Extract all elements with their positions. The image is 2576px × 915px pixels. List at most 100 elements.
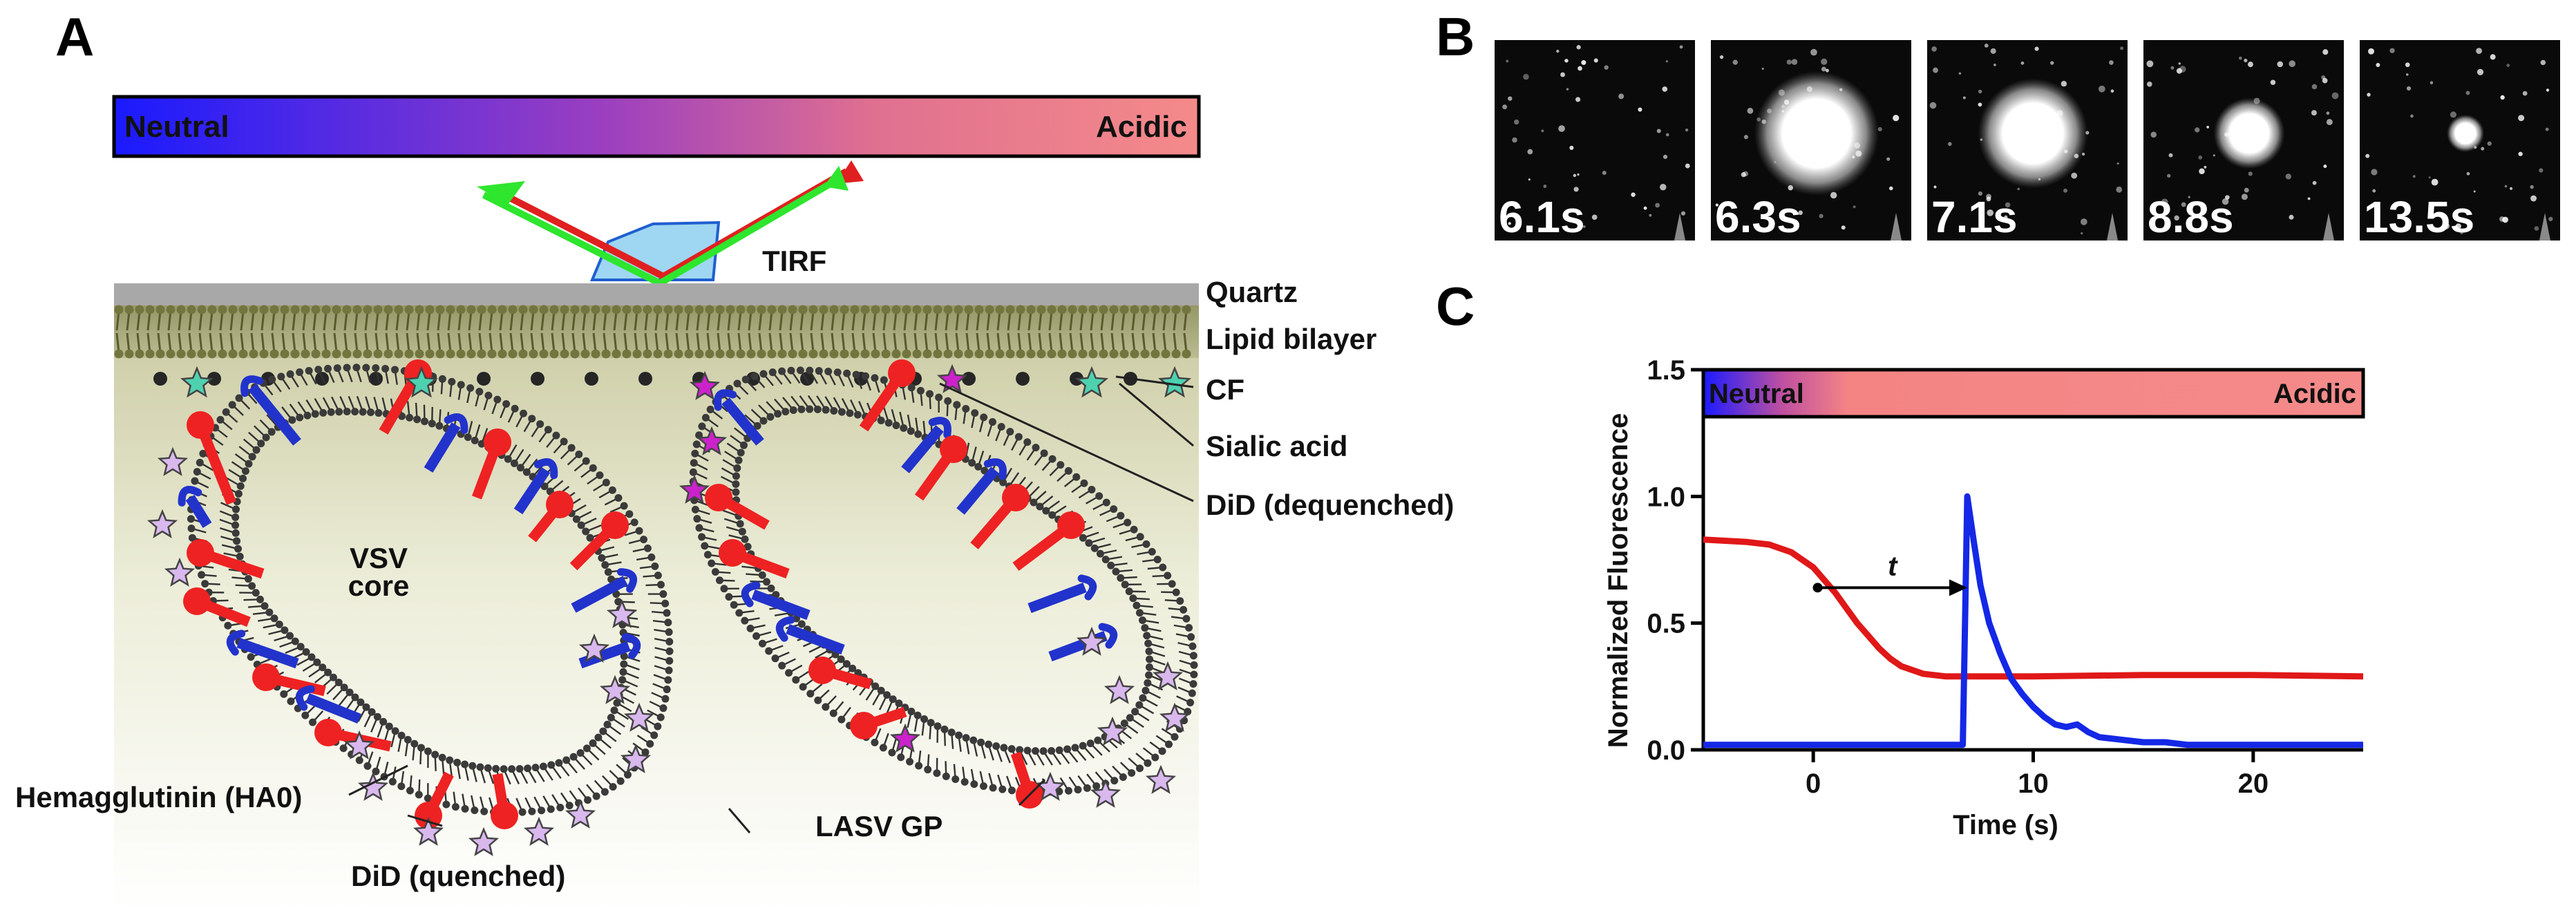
lipid-tail — [865, 686, 875, 701]
lipid-head — [372, 364, 380, 372]
lipid-head — [620, 652, 628, 661]
background-particle — [2146, 60, 2154, 68]
lipid-head — [884, 419, 893, 427]
lipid-head — [902, 349, 911, 359]
lipid-head — [837, 408, 846, 416]
lipid-tail — [1149, 643, 1165, 649]
lipid-head — [268, 375, 276, 384]
lipid-head — [425, 349, 435, 359]
lipid-head — [233, 537, 241, 545]
lipid-head — [1026, 305, 1036, 314]
lipid-tail — [922, 420, 926, 437]
background-particle — [2430, 81, 2434, 84]
frame-artifact — [1891, 213, 1902, 240]
lipid-tail — [354, 332, 359, 353]
lipid-head — [1079, 742, 1087, 750]
lipid-tail — [357, 708, 367, 722]
lipid-head — [1136, 764, 1144, 773]
lipid-tail — [292, 310, 296, 331]
lipid-head — [1078, 305, 1088, 314]
frame-artifact — [2539, 213, 2550, 240]
lipid-head — [518, 349, 528, 359]
lipid-head — [871, 738, 879, 746]
ha0-head — [719, 539, 746, 567]
lipid-head — [466, 305, 476, 314]
lipid-head — [1117, 511, 1125, 520]
ha0-protein — [196, 423, 236, 505]
lipid-head — [842, 660, 851, 668]
lipid-head — [1171, 305, 1181, 314]
lipid-tail — [722, 459, 737, 469]
lipid-tail — [1139, 705, 1155, 715]
lipid-tail — [612, 717, 625, 728]
lag-time-arrowhead — [1949, 579, 1967, 596]
lipid-head — [689, 468, 697, 476]
gradient-neutral-label: Neutral — [124, 110, 229, 144]
lipid-head — [620, 660, 628, 668]
ph-bar-acidic-label: Acidic — [2273, 379, 2356, 409]
lipid-head — [1189, 680, 1197, 688]
lipid-head — [290, 349, 300, 359]
lipid-head — [601, 349, 611, 359]
lipid-head — [1102, 498, 1110, 507]
lipid-head — [275, 620, 283, 628]
lipid-head — [583, 744, 591, 753]
lipid-head — [1153, 556, 1162, 564]
background-particle — [1528, 178, 1531, 181]
lipid-head — [435, 305, 445, 314]
lipid-head — [979, 782, 987, 790]
lipid-head — [552, 431, 560, 440]
lipid-tail — [412, 745, 415, 761]
background-particle — [2181, 202, 2186, 207]
lipid-head — [935, 393, 943, 402]
background-particle — [1665, 133, 1669, 137]
background-particle — [2161, 198, 2168, 206]
background-particle — [2199, 168, 2205, 175]
lipid-head — [989, 784, 997, 792]
background-particle — [1543, 185, 1547, 189]
lipid-head — [580, 349, 590, 359]
lipid-head — [231, 513, 240, 521]
lipid-tail — [416, 332, 421, 353]
lipid-tail — [1150, 650, 1166, 657]
did-quenched-star — [1104, 675, 1135, 704]
lipid-tail — [281, 332, 286, 353]
lipid-head — [934, 722, 942, 730]
lipid-head — [335, 408, 343, 416]
background-particle — [2167, 173, 2171, 178]
lipid-head — [508, 765, 516, 773]
lipid-head — [288, 416, 296, 424]
background-particle — [2017, 187, 2020, 191]
lipid-head — [643, 544, 652, 552]
lipid-head — [895, 699, 903, 708]
lipid-head — [789, 406, 797, 414]
lipid-head — [176, 349, 186, 359]
lipid-tail — [1003, 748, 1011, 764]
hemagglutinin-label: Hemagglutinin (HA0) — [15, 781, 302, 813]
lipid-tail — [644, 310, 649, 331]
fusion-spot — [2213, 97, 2285, 169]
background-particle — [1893, 115, 1900, 122]
lipid-tail — [603, 332, 607, 353]
lipid-head — [674, 349, 683, 359]
frame-background — [1495, 40, 1695, 240]
background-particle — [2146, 81, 2152, 87]
lipid-head — [663, 349, 673, 359]
lipid-head — [927, 719, 935, 727]
lipid-head — [1042, 507, 1050, 515]
lipid-head — [705, 305, 714, 314]
lipid-head — [296, 368, 304, 377]
lipid-head — [1145, 671, 1153, 679]
background-particle — [1680, 211, 1686, 216]
background-particle — [2020, 61, 2025, 65]
background-particle — [2509, 187, 2513, 190]
lipid-head — [352, 349, 362, 359]
lipid-head — [524, 764, 532, 773]
background-particle — [1810, 48, 1817, 56]
lipid-head — [1164, 740, 1173, 748]
lipid-head — [456, 305, 466, 314]
image-frame: 8.8s — [2143, 40, 2344, 242]
lipid-tail — [343, 332, 348, 353]
lipid-head — [362, 703, 370, 711]
lipid-head — [902, 305, 911, 314]
